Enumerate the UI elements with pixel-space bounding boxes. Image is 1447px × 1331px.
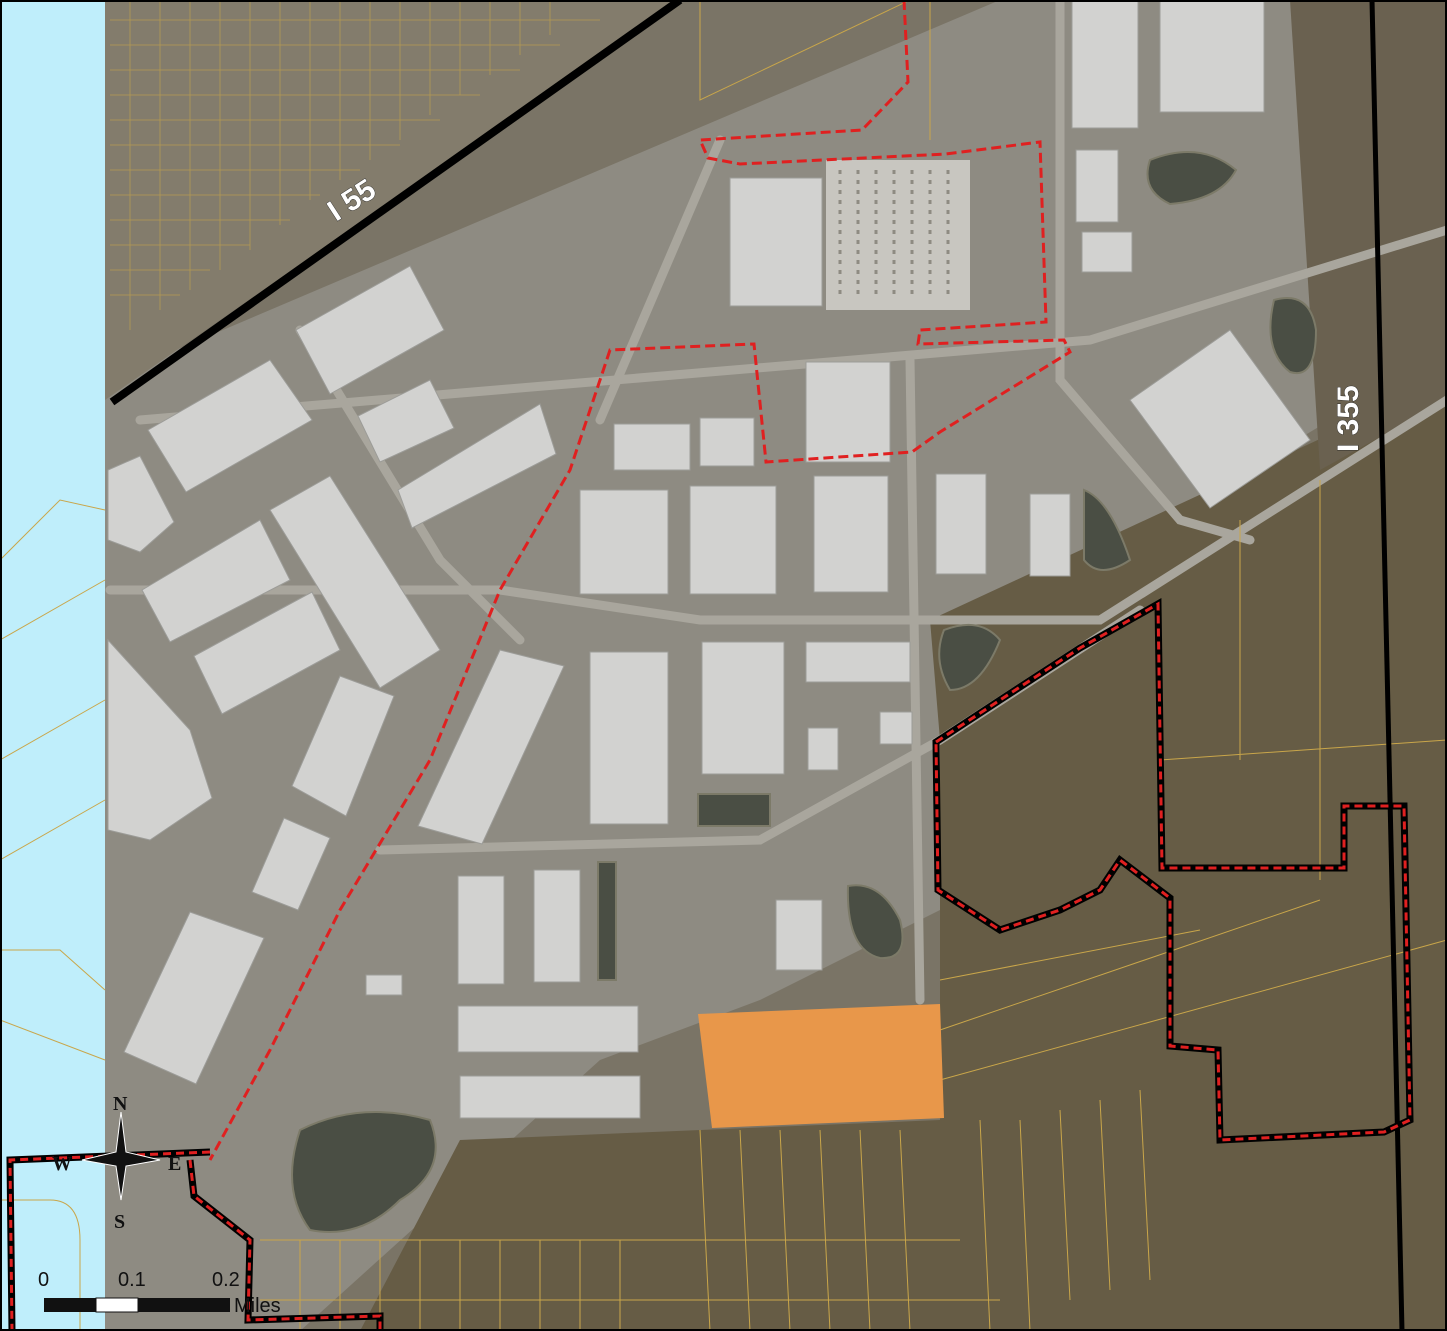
warehouse bbox=[291, 675, 395, 817]
residential-lots bbox=[110, 0, 600, 330]
scale-bar: 0 0.1 0.2 Miles bbox=[38, 1269, 281, 1317]
lake-water bbox=[0, 0, 105, 1160]
compass-south: S bbox=[114, 1211, 125, 1233]
buildings bbox=[107, 0, 1311, 1119]
warehouse bbox=[457, 875, 505, 985]
warehouse bbox=[701, 641, 785, 775]
pond bbox=[1083, 488, 1132, 571]
warehouse bbox=[689, 485, 777, 595]
water-panel bbox=[0, 0, 106, 1331]
pond bbox=[597, 861, 617, 981]
warehouse bbox=[457, 1005, 639, 1053]
compass-rose: N S E W bbox=[52, 1093, 181, 1233]
warehouse bbox=[1071, 0, 1139, 129]
pond bbox=[846, 884, 904, 960]
warehouse bbox=[579, 489, 669, 595]
warehouse bbox=[729, 177, 823, 307]
warehouse bbox=[107, 455, 175, 553]
warehouse bbox=[107, 638, 213, 841]
warehouse bbox=[813, 475, 889, 593]
warehouse bbox=[699, 417, 755, 467]
pond bbox=[1146, 151, 1238, 206]
local-roads bbox=[105, 0, 1447, 1005]
wooded-area bbox=[360, 380, 1447, 1331]
warehouse bbox=[365, 974, 403, 996]
scale-tick-0: 0 bbox=[38, 1269, 49, 1291]
compass-east: E bbox=[168, 1153, 181, 1175]
scale-tick-2: 0.2 bbox=[212, 1269, 240, 1291]
warehouse bbox=[459, 1075, 641, 1119]
warehouse bbox=[805, 361, 891, 463]
i355-label: I 355 bbox=[1332, 385, 1365, 452]
pond bbox=[291, 1111, 437, 1233]
compass-star-icon bbox=[81, 1111, 161, 1201]
warehouse bbox=[193, 591, 341, 715]
office-building bbox=[775, 899, 823, 971]
warehouse bbox=[1081, 231, 1133, 273]
warehouse bbox=[589, 651, 669, 825]
warehouse bbox=[123, 911, 265, 1085]
warehouse bbox=[397, 403, 557, 529]
parking-lot bbox=[826, 160, 970, 310]
warehouse bbox=[613, 423, 691, 471]
warehouse bbox=[805, 641, 911, 683]
i55-highway bbox=[109, 0, 683, 406]
highlighted-parcel[interactable] bbox=[698, 1004, 944, 1128]
warehouse bbox=[1075, 149, 1119, 223]
ponds bbox=[291, 151, 1318, 1233]
warehouse bbox=[1129, 329, 1311, 509]
warehouse bbox=[879, 711, 913, 745]
parcel-lines bbox=[260, 0, 1447, 1331]
municipal-boundary bbox=[6, 598, 1414, 1331]
warehouse bbox=[357, 379, 455, 463]
scale-unit: Miles bbox=[234, 1295, 281, 1317]
wooded-area-east bbox=[1290, 0, 1447, 470]
compass-north: N bbox=[113, 1093, 128, 1115]
warehouse bbox=[147, 359, 313, 493]
warehouse bbox=[251, 817, 331, 911]
pond bbox=[697, 793, 771, 827]
pond bbox=[1269, 297, 1318, 375]
warehouse bbox=[1029, 493, 1071, 577]
warehouse bbox=[141, 519, 291, 643]
scale-tick-1: 0.1 bbox=[118, 1269, 146, 1291]
warehouse bbox=[935, 473, 987, 575]
warehouse bbox=[269, 475, 441, 689]
pond bbox=[938, 623, 1002, 692]
warehouse bbox=[807, 727, 839, 771]
warehouse bbox=[417, 649, 565, 845]
warehouse bbox=[533, 869, 581, 983]
i355-highway bbox=[1369, 0, 1405, 1331]
warehouse bbox=[295, 265, 445, 395]
warehouse bbox=[1159, 0, 1265, 113]
compass-west: W bbox=[52, 1153, 72, 1175]
